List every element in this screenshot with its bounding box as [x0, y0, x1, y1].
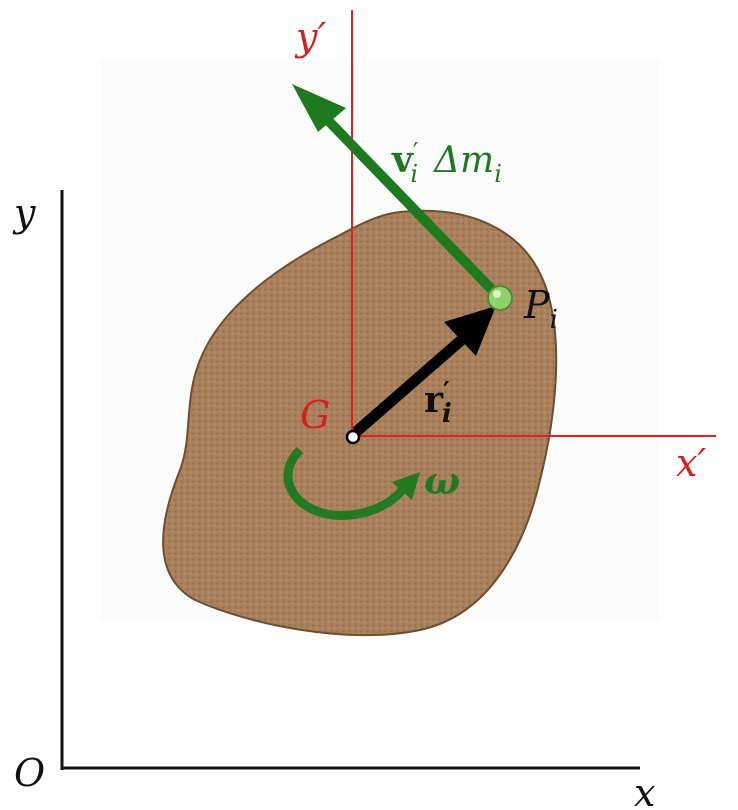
particle-pi [487, 285, 513, 311]
position-vector-label: r′i [424, 377, 452, 429]
x-axis-label: x [634, 771, 655, 810]
omega-arrow-arc [283, 446, 412, 520]
particle-highlight [493, 290, 501, 298]
origin-label: O [14, 751, 45, 795]
y-axis-label: y [12, 191, 36, 235]
y-prime-label: y′ [294, 15, 326, 59]
position-vector-head [444, 306, 496, 356]
omega-label: ω [424, 458, 460, 503]
center-of-mass-label: G [300, 393, 330, 437]
x-prime-label: x′ [676, 441, 706, 485]
omega-arrow-head [392, 472, 420, 500]
particle-label: Pi [523, 283, 558, 335]
position-vector-shaft [352, 331, 470, 437]
velocity-vector-shaft [314, 106, 502, 300]
velocity-vector-head [292, 84, 346, 132]
center-of-mass-point [345, 429, 361, 445]
